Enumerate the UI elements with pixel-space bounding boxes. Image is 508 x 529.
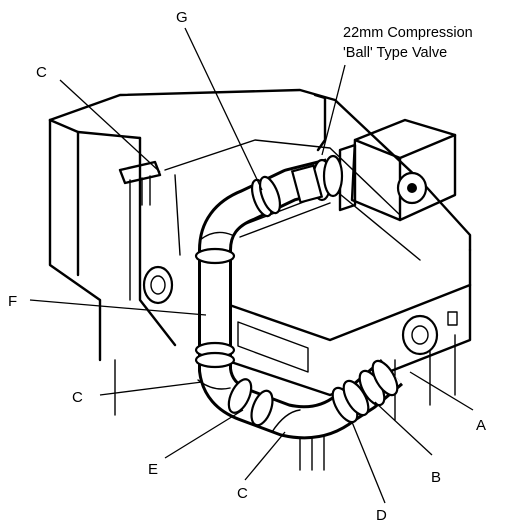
label-g: G [176, 9, 188, 26]
label-a: A [476, 417, 486, 434]
circulating-pump [338, 118, 457, 222]
ball-valve [290, 154, 344, 204]
valve-caption-line1: 22mm Compression [343, 25, 473, 41]
label-b: B [431, 469, 441, 486]
label-c-bottom: C [237, 485, 248, 502]
label-d: D [376, 507, 387, 524]
leader-lines [29, 27, 474, 504]
boiler-casing [48, 88, 472, 471]
labels: 22mm Compression 'Ball' Type Valve G C F… [8, 9, 486, 524]
valve-caption-line2: 'Ball' Type Valve [343, 45, 447, 61]
label-f: F [8, 293, 17, 310]
label-c-top: C [36, 64, 47, 81]
label-c-left: C [72, 389, 83, 406]
pipework [194, 154, 404, 440]
label-e: E [148, 461, 158, 478]
